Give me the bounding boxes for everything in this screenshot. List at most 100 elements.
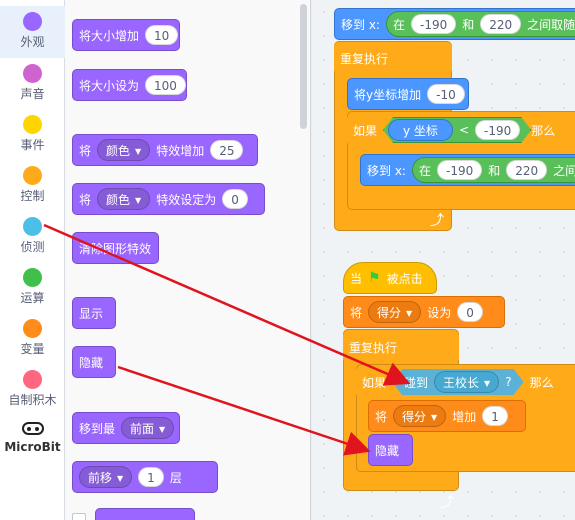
number-input[interactable]: -190 [475, 120, 520, 140]
control-category-icon [23, 166, 42, 185]
block-label: 将 [79, 143, 92, 158]
category-label: 运算 [20, 291, 45, 305]
number-input[interactable]: 220 [506, 160, 548, 180]
y-position-reporter[interactable]: y 坐标 [388, 119, 453, 141]
goto-random-block[interactable]: 移到 x: 在 -190 和 220 之间取随 [334, 8, 575, 40]
effect-dropdown[interactable]: 颜色▼ [97, 139, 151, 161]
variables-category-icon [23, 319, 42, 338]
reporter-checkbox[interactable] [72, 513, 86, 520]
number-input[interactable]: -10 [427, 84, 465, 104]
number-input[interactable]: 1 [482, 406, 508, 426]
block-label: 特效设定为 [156, 192, 217, 207]
category-sound[interactable]: 声音 [0, 58, 65, 110]
caret-down-icon: ▼ [431, 412, 438, 422]
dropdown-value: 颜色 [106, 144, 131, 158]
events-category-icon [23, 115, 42, 134]
category-label: 自制积木 [8, 393, 57, 407]
set-size-block[interactable]: 将大小设为 100 [72, 69, 187, 101]
category-sensing[interactable]: 侦测 [0, 211, 65, 263]
if-header: 如果 y 坐标 < -190 那么 [347, 114, 575, 146]
if-header: 如果 碰到 王校长▼ ? 那么 [356, 366, 575, 398]
looks-category-icon [23, 12, 42, 31]
block-label: 之间取 [553, 163, 575, 178]
hide-block-workspace[interactable]: 隐藏 [368, 434, 413, 466]
layer-dropdown[interactable]: 前面▼ [121, 417, 175, 439]
sound-category-icon [23, 64, 42, 83]
number-input[interactable]: 0 [222, 189, 248, 209]
category-operators[interactable]: 运算 [0, 262, 65, 314]
change-variable-block[interactable]: 将 得分▼ 增加 1 [368, 400, 526, 432]
number-input[interactable]: -190 [436, 160, 483, 180]
effect-dropdown[interactable]: 颜色▼ [97, 188, 151, 210]
script-workspace[interactable]: 移到 x: 在 -190 和 220 之间取随 重复执行 将y坐标增加 -10 … [312, 0, 575, 520]
dropdown-value: 颜色 [106, 193, 131, 207]
block-label: 当 [350, 271, 363, 286]
category-label: 控制 [20, 189, 45, 203]
hide-block[interactable]: 隐藏 [72, 346, 116, 378]
category-control[interactable]: 控制 [0, 160, 65, 212]
loop-arrow-icon: ⤴ [430, 213, 444, 229]
block-label: 移到 x: [367, 163, 406, 178]
block-label: 将 [375, 409, 388, 424]
random-operator[interactable]: 在 -190 和 220 之间取 [411, 157, 575, 183]
number-input[interactable]: 25 [210, 140, 244, 160]
category-looks[interactable]: 外观 [0, 6, 65, 58]
direction-dropdown[interactable]: 前移▼ [79, 466, 133, 488]
block-label: 那么 [531, 123, 556, 138]
number-input[interactable]: 220 [480, 14, 522, 34]
number-input[interactable]: 100 [145, 75, 186, 95]
category-label: 外观 [20, 35, 45, 49]
number-input[interactable]: 10 [145, 25, 179, 45]
my-blocks-category-icon [23, 370, 42, 389]
sprite-dropdown[interactable]: 王校长▼ [434, 371, 499, 393]
block-label: 将大小设为 [79, 78, 140, 93]
block-label: 如果 [353, 123, 378, 138]
block-label: 显示 [79, 306, 104, 321]
block-label: 隐藏 [375, 443, 400, 458]
category-label: 声音 [20, 87, 45, 101]
category-label: 侦测 [20, 240, 45, 254]
block-label: 层 [169, 470, 182, 485]
block-label: 在 [418, 163, 431, 178]
go-to-layer-block[interactable]: 移到最 前面▼ [72, 412, 180, 444]
category-my-blocks[interactable]: 自制积木 [0, 364, 65, 416]
loop-arrow-icon: ⤴ [440, 495, 454, 511]
block-label: 将y坐标增加 [354, 87, 422, 102]
set-effect-block[interactable]: 将 颜色▼ 特效设定为 0 [72, 183, 265, 215]
caret-down-icon: ▼ [159, 424, 166, 434]
show-block[interactable]: 显示 [72, 297, 116, 329]
category-variables[interactable]: 变量 [0, 313, 65, 365]
dropdown-value: 得分 [402, 410, 427, 424]
change-y-block[interactable]: 将y坐标增加 -10 [347, 78, 469, 110]
random-operator[interactable]: 在 -190 和 220 之间取随 [385, 11, 575, 37]
set-variable-block[interactable]: 将 得分▼ 设为 0 [343, 296, 505, 328]
change-size-block[interactable]: 将大小增加 10 [72, 19, 180, 51]
when-flag-clicked-hat[interactable]: 当 ⚑ 被点击 [343, 262, 437, 294]
category-label: MicroBit [4, 440, 61, 454]
less-than-operator[interactable]: y 坐标 < -190 [383, 117, 531, 143]
category-microbit[interactable]: MicroBit [0, 412, 65, 464]
touching-sensing-block[interactable]: 碰到 王校长▼ ? [392, 369, 524, 395]
clear-effects-block[interactable]: 清除图形特效 [72, 232, 159, 264]
block-label: 特效增加 [156, 143, 205, 158]
block-label: 隐藏 [79, 355, 104, 370]
number-input[interactable]: -190 [410, 14, 457, 34]
inner-goto-block[interactable]: 移到 x: 在 -190 和 220 之间取 [360, 154, 575, 186]
variable-dropdown[interactable]: 得分 ▼ [393, 405, 447, 427]
block-label: 和 [462, 17, 475, 32]
block-label: 如果 [362, 375, 387, 390]
variable-dropdown[interactable]: 得分▼ [368, 301, 422, 323]
reporter-block[interactable] [95, 508, 195, 520]
change-effect-block[interactable]: 将 颜色▼ 特效增加 25 [72, 134, 258, 166]
palette-scrollbar[interactable] [300, 4, 307, 129]
caret-down-icon: ▼ [406, 308, 413, 318]
block-label: 将 [79, 192, 92, 207]
number-input[interactable]: 0 [457, 302, 483, 322]
block-label: 那么 [529, 375, 554, 390]
block-palette: 将大小增加 10 将大小设为 100 将 颜色▼ 特效增加 25 将 颜色▼ 特… [65, 0, 311, 520]
category-events[interactable]: 事件 [0, 109, 65, 161]
go-layer-block[interactable]: 前移▼ 1 层 [72, 461, 218, 493]
number-input[interactable]: 1 [138, 467, 164, 487]
question-mark: ? [505, 375, 512, 389]
microbit-icon [21, 422, 44, 435]
